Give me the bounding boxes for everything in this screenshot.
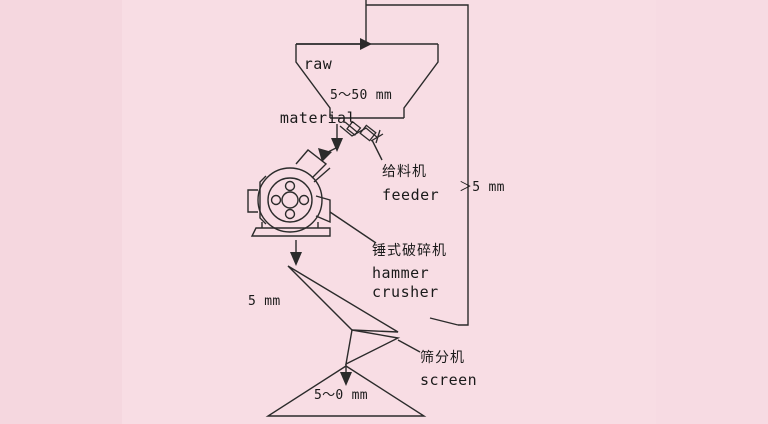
screen-lower-deck <box>345 329 401 366</box>
hopper-size-label: 5～50 mm <box>330 88 393 103</box>
background-panel-left <box>0 0 122 424</box>
crusher-discharge-arrow <box>290 252 302 266</box>
hopper-right-wall <box>403 44 439 118</box>
crusher-inlet-arrow <box>318 148 332 162</box>
screen-label-en: screen <box>420 371 478 389</box>
screen-label-leader <box>397 339 421 353</box>
crusher-label-leader <box>329 211 377 244</box>
product-pile <box>265 365 427 417</box>
hammer-crusher-body <box>247 149 331 237</box>
raw-material-line2: material <box>279 109 357 128</box>
feeder-icon <box>339 120 384 144</box>
raw-material-line1: raw <box>303 54 333 73</box>
recycle-top-segment <box>366 4 469 40</box>
crusher-label-en-line1: hammer <box>372 264 430 282</box>
background-panel-right <box>656 0 768 424</box>
recycle-right-line <box>458 40 469 326</box>
oversize-label: ＞5 mm <box>459 180 505 195</box>
feeder-label-leader <box>371 139 383 161</box>
hopper-discharge-arrow <box>331 138 343 152</box>
feeder-label-cn: 给料机 <box>382 164 427 180</box>
product-arrow <box>340 372 352 386</box>
raw-material-label: raw material <box>258 18 378 164</box>
hopper-left-wall <box>295 44 331 118</box>
crusher-label-cn: 锤式破碎机 <box>372 243 447 259</box>
screen-label-cn: 筛分机 <box>420 350 465 366</box>
crusher-label-en-line2: crusher <box>372 283 439 301</box>
recycle-to-screen <box>429 317 459 326</box>
feeder-label-en: feeder <box>382 186 440 204</box>
product-size-label: 5～0 mm <box>314 388 368 403</box>
screen-upper-deck <box>287 265 399 333</box>
screen-cut-label: 5 mm <box>248 294 281 309</box>
